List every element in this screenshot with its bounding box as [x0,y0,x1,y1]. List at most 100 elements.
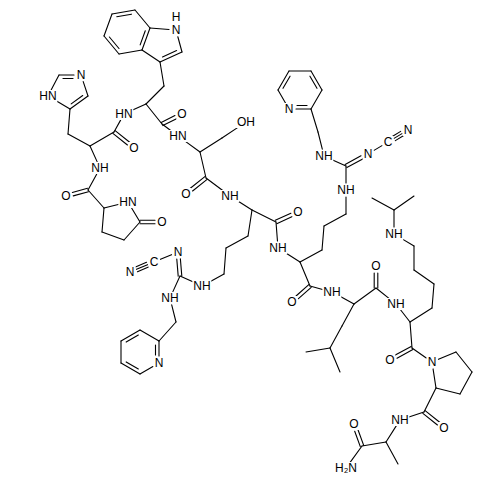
chemical-bond [150,28,169,29]
chemical-bond [68,134,90,146]
chemical-bond [413,246,414,270]
chemical-bond [200,138,222,152]
chemical-bond [425,411,440,423]
atom-label: OH [236,116,256,128]
chemical-bond [224,248,226,274]
chemical-bond [377,273,378,288]
chemical-bond [424,388,436,412]
chemical-bond [374,273,375,288]
chemical-bond [345,197,346,214]
atom-label: O [180,188,191,200]
chemical-bond [297,105,307,106]
chemical-bond [318,132,322,149]
chemical-bond [322,226,324,250]
chemical-bond [160,62,164,86]
atom-label: NH [386,298,405,310]
chemical-bond [140,223,155,224]
atom-label: H [171,11,182,23]
chemical-bond [278,90,285,103]
atom-label: NH [192,280,211,292]
atom-label: N [403,124,414,136]
atom-label: N [173,246,184,258]
chemical-bond [311,90,322,109]
chemical-bond [438,352,456,359]
atom-label: HN [118,196,137,208]
chemical-bond [394,196,414,210]
chemical-bond [324,214,346,226]
chemical-bond [146,104,162,124]
chemical-bond [163,51,177,57]
atom-label: NH [268,242,287,254]
chemical-bond [146,86,164,104]
chemical-bond [386,426,396,442]
chemical-bond [393,131,401,136]
chemical-bond [283,76,290,88]
chemical-bond [142,28,150,50]
atom-label: N [154,357,165,369]
chemical-bond [135,262,146,267]
atom-label: O [286,296,297,308]
chemical-bond [102,208,104,232]
chemical-bond [248,210,252,236]
atom-label: O [348,418,359,430]
chemical-bond [342,304,354,326]
atom-label: NH [160,292,179,304]
chemical-bond [83,82,88,96]
chemical-bond [161,116,175,123]
chemical-bond [193,179,208,191]
chemical-bond [410,322,412,348]
chemical-bond [226,236,248,248]
chemical-bond [104,14,112,36]
chemical-bond [73,192,88,196]
chemical-bond [397,350,413,359]
chemical-bond [158,341,159,356]
chemical-bond [354,288,376,304]
atom-label: O [384,354,395,366]
chemical-bond [109,37,119,49]
chemical-bond [310,76,317,88]
chemical-bond [135,10,150,28]
chemical-bond [173,276,180,292]
chemical-bond [350,446,362,462]
chemical-bond [330,348,340,372]
chemical-bond [126,335,138,342]
chemical-bond [345,166,346,183]
chemical-bond [355,431,361,446]
chemical-bond [59,74,74,75]
atom-label: NH [322,286,341,298]
chemical-bond [112,10,135,14]
chemical-bond [68,109,70,134]
chemical-bond [140,330,159,341]
chemical-bond [104,36,119,54]
chemical-bond [51,75,59,90]
chemical-bond [102,232,124,240]
chemical-bond [374,146,382,151]
chemical-bond [90,146,97,162]
chemical-bond [300,262,310,286]
atom-label: N [284,103,295,115]
chemical-bond [155,345,156,355]
atom-label: H₂N [334,462,358,474]
atom-label: HN [114,108,133,120]
atom-label: N [363,148,374,160]
chemical-bond [177,259,178,276]
chemical-bond [160,255,171,260]
chemical-bond [395,136,403,141]
chemical-bond [433,369,436,388]
chemical-bond [276,222,277,241]
chemical-bond [124,222,140,240]
chemical-bond [70,96,88,109]
chemical-bond [88,190,104,208]
chemical-bond [460,372,472,394]
atom-label: N [125,266,136,278]
chemical-bond [115,131,130,143]
chemical-bond [393,210,394,227]
chemical-bond [330,326,342,348]
chemical-bond [178,37,182,52]
atom-label: O [438,422,449,434]
atom-label: HN [168,130,187,142]
chemical-bond [275,213,291,220]
chemical-bond [63,78,73,79]
chemical-bond [180,259,181,276]
